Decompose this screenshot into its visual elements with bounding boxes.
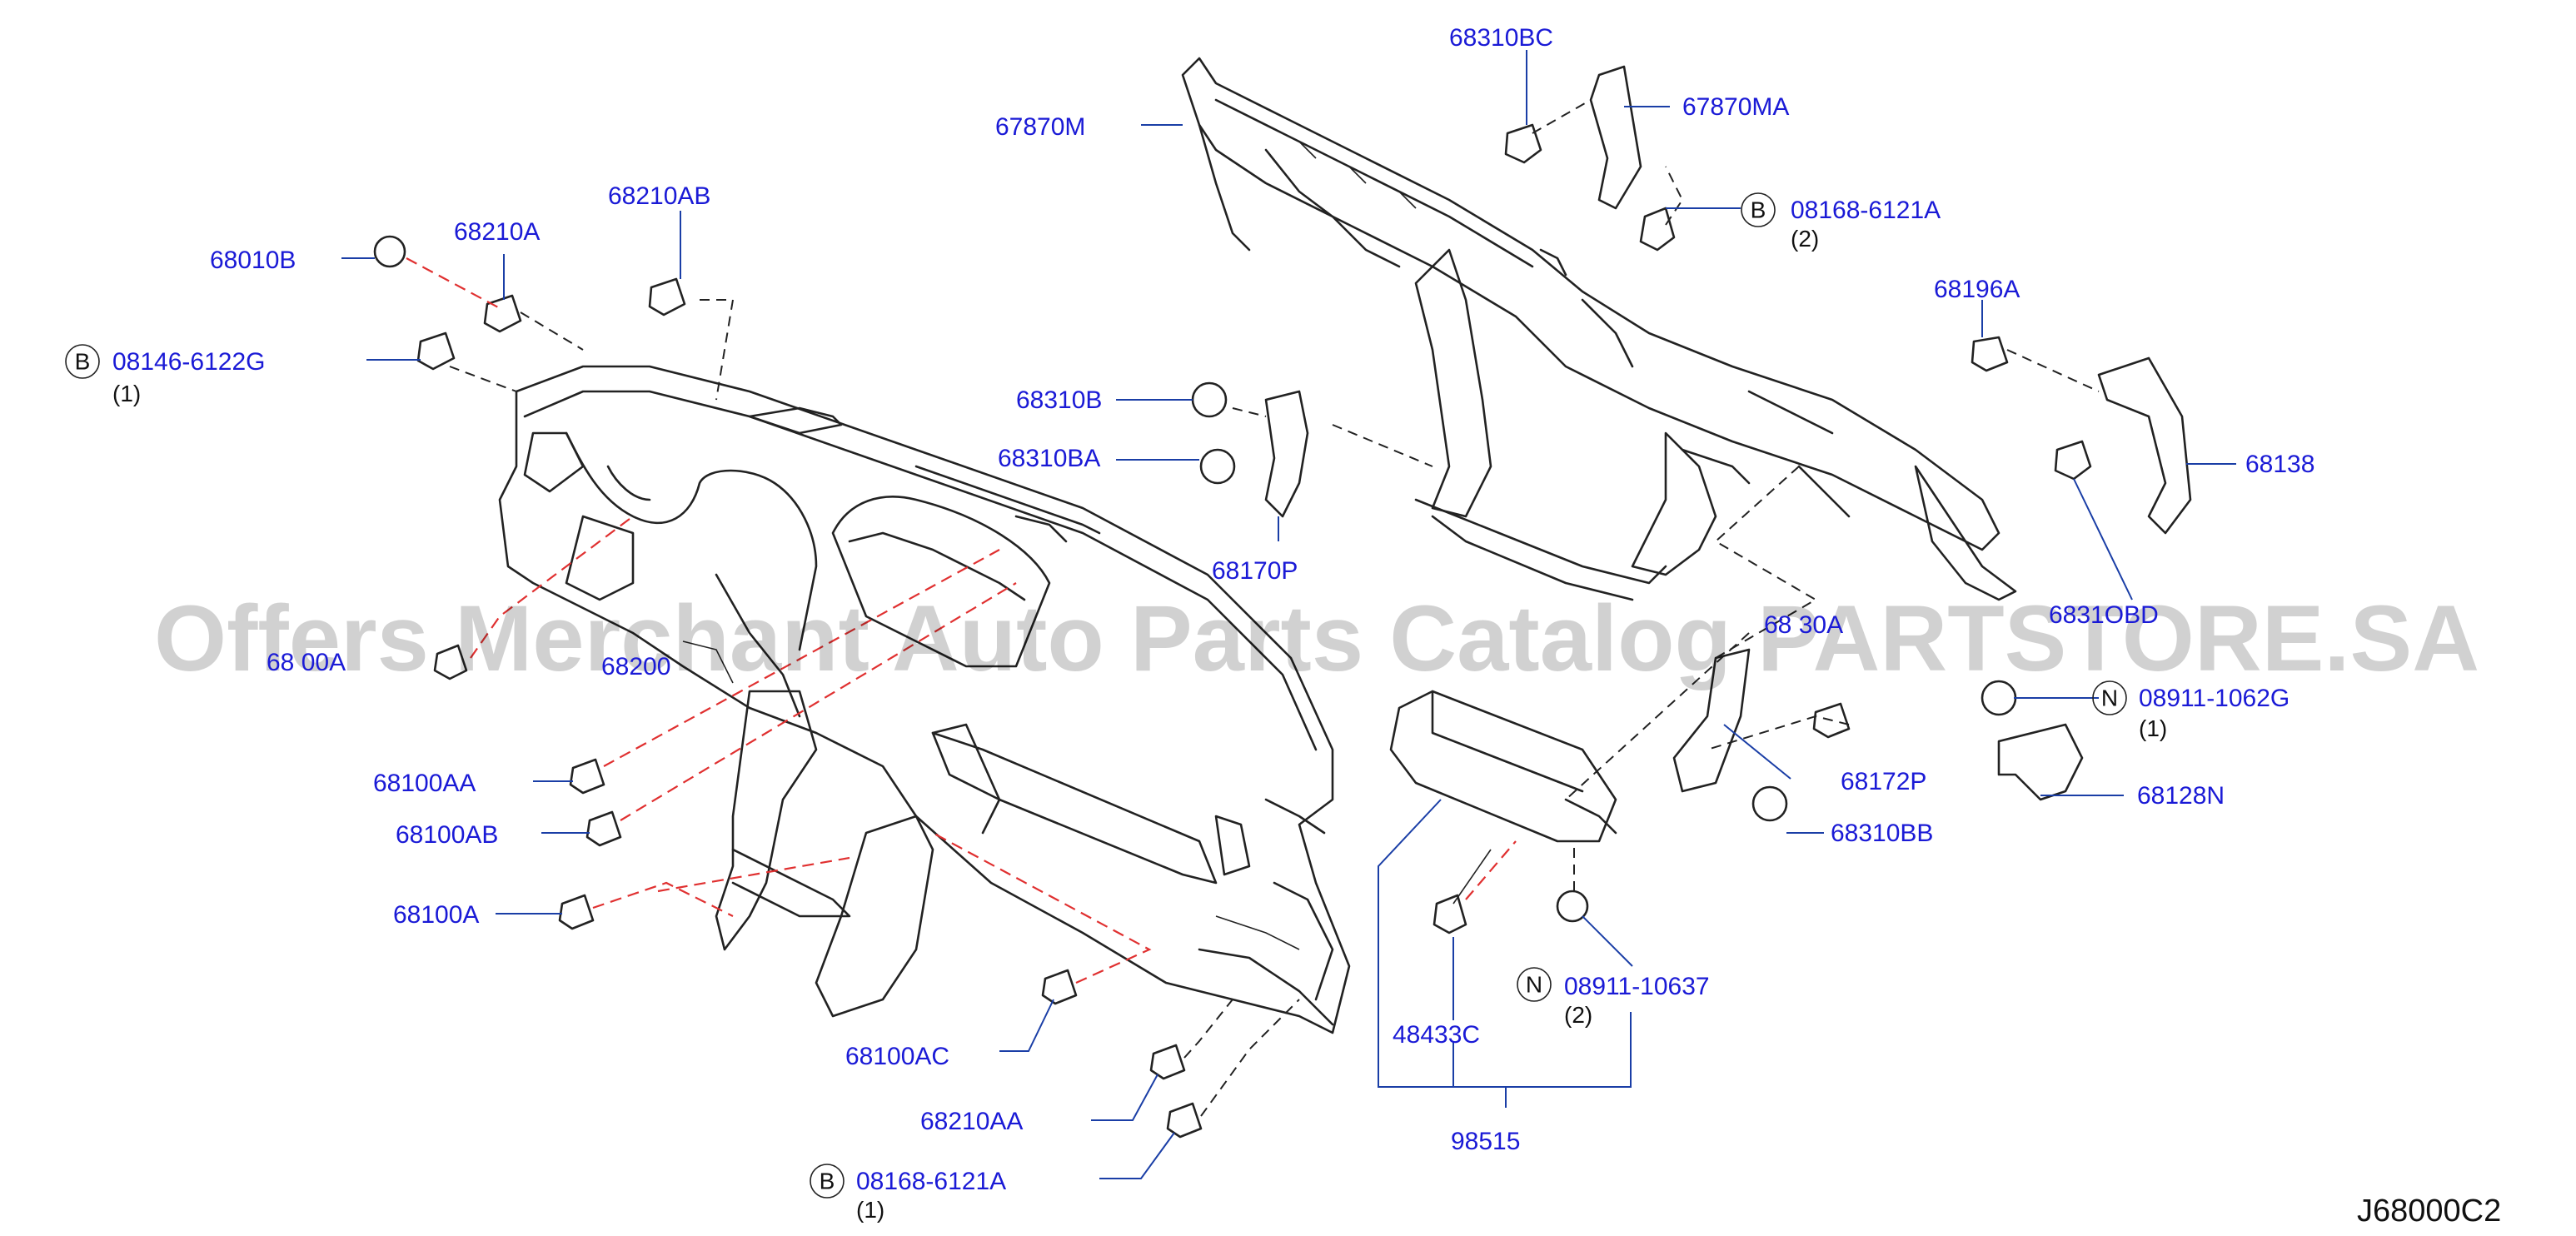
instrument-panel-drawing xyxy=(498,365,1351,1034)
label-68310a[interactable]: 68 30A xyxy=(1764,611,1843,639)
label-68138[interactable]: 68138 xyxy=(2245,451,2314,478)
label-68196a[interactable]: 68196A xyxy=(1934,276,2020,303)
qty-08911-1062g: (1) xyxy=(2139,715,2167,741)
qty-08146: (1) xyxy=(112,381,141,406)
label-68100ac[interactable]: 68100AC xyxy=(845,1043,949,1070)
label-68310b[interactable]: 68310B xyxy=(1016,386,1102,414)
qty-08168-bottom: (1) xyxy=(856,1197,884,1223)
label-68100aa[interactable]: 68100AA xyxy=(373,770,476,797)
circle-n-marker-2 xyxy=(1517,967,1552,1002)
label-68128n[interactable]: 68128N xyxy=(2137,782,2225,810)
label-68172p[interactable]: 68172P xyxy=(1841,768,1926,795)
label-98515[interactable]: 98515 xyxy=(1451,1128,1520,1155)
label-68170p[interactable]: 68170P xyxy=(1212,557,1298,585)
label-67870ma[interactable]: 67870MA xyxy=(1682,93,1789,121)
circle-n-letter-1: N xyxy=(2101,685,2118,711)
circle-b-letter-3: B xyxy=(820,1169,835,1194)
label-68310ba[interactable]: 68310BA xyxy=(998,445,1100,472)
diagram-code: J68000C2 xyxy=(2357,1194,2501,1229)
label-68210aa[interactable]: 68210AA xyxy=(920,1108,1023,1135)
label-08911-10637[interactable]: 08911-10637 xyxy=(1564,973,1710,1000)
label-6831obd[interactable]: 6831OBD xyxy=(2049,601,2159,629)
circle-b-marker-1 xyxy=(65,344,100,379)
label-67870m[interactable]: 67870M xyxy=(995,113,1085,141)
circle-n-marker-1 xyxy=(2092,680,2127,715)
qty-08911-10637: (2) xyxy=(1564,1002,1592,1028)
circle-b-letter-2: B xyxy=(1751,197,1766,223)
label-08146-6122g[interactable]: 08146-6122G xyxy=(112,348,266,376)
label-08911-1062g[interactable]: 08911-1062G xyxy=(2139,685,2290,712)
label-08168-6121a-bottom[interactable]: 08168-6121A xyxy=(856,1168,1006,1195)
dashed-connectors xyxy=(406,99,2100,1117)
label-68210a[interactable]: 68210A xyxy=(454,218,540,246)
circle-b-letter-1: B xyxy=(75,349,91,375)
steering-member-drawing xyxy=(1181,57,2017,601)
label-68100a[interactable]: 68100A xyxy=(393,901,479,929)
circle-b-marker-2 xyxy=(1741,192,1776,227)
qty-08168-top: (2) xyxy=(1791,226,1819,252)
leader-lines xyxy=(341,50,2236,1179)
label-68100-partial[interactable]: 68 00A xyxy=(267,649,346,676)
label-68310bb[interactable]: 68310BB xyxy=(1831,820,1933,847)
label-68210ab[interactable]: 68210AB xyxy=(608,182,710,210)
circle-b-marker-3 xyxy=(810,1164,845,1199)
label-68200-partial[interactable]: 68200 xyxy=(601,653,670,680)
label-48433c[interactable]: 48433C xyxy=(1393,1021,1480,1049)
part-labels: 68010B 68210A 68210AB B 08146-6122G (1) … xyxy=(65,24,2501,1229)
label-68010b[interactable]: 68010B xyxy=(210,247,296,274)
label-68100ab[interactable]: 68100AB xyxy=(396,821,498,849)
label-08168-6121a-top[interactable]: 08168-6121A xyxy=(1791,197,1941,224)
label-68310bc[interactable]: 68310BC xyxy=(1449,24,1553,52)
watermark-text: Offers Merchant Auto Parts Catalog PARTS… xyxy=(154,586,2479,690)
circle-n-letter-2: N xyxy=(1526,972,1542,998)
